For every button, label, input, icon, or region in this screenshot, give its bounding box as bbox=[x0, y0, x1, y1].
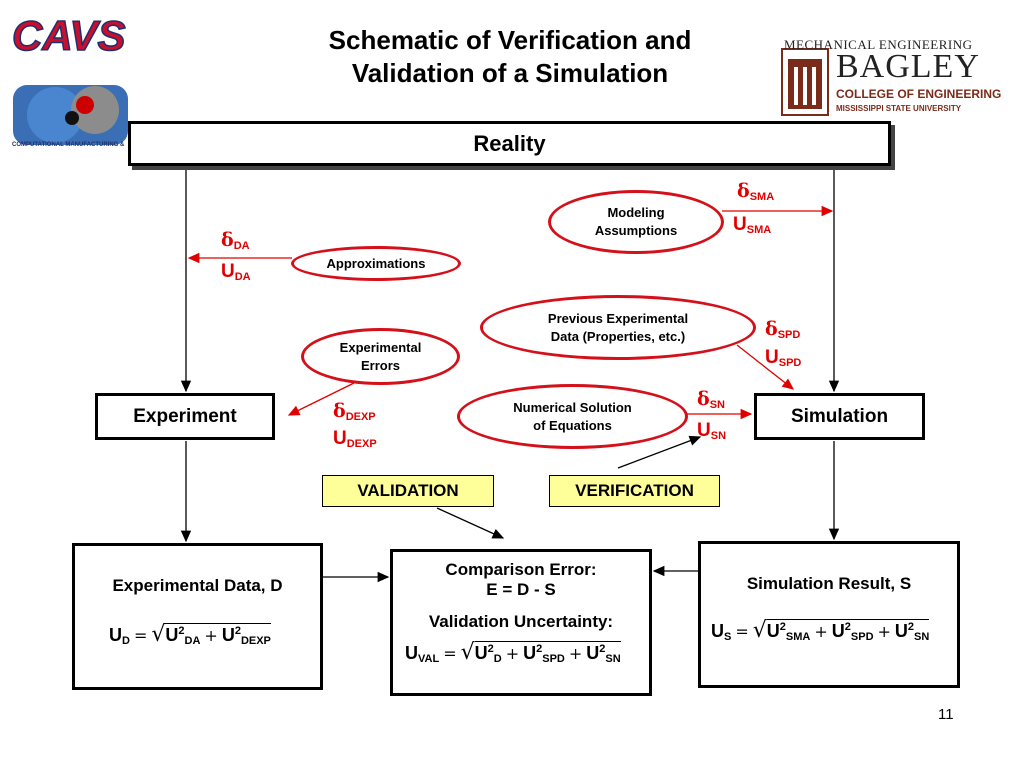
bagley-line2: BAGLEY bbox=[836, 48, 980, 85]
verification-label: VERIFICATION bbox=[575, 481, 694, 500]
verification-tag: VERIFICATION bbox=[549, 475, 720, 507]
red-arrows bbox=[187, 205, 834, 420]
approximations-line1: Approximations bbox=[326, 255, 426, 271]
expdata-title: Experimental Data, D bbox=[112, 576, 283, 595]
page-title: Schematic of Verification and Validation… bbox=[270, 24, 750, 90]
arrow-validation-to-comparison bbox=[436, 507, 505, 539]
u-sn: USN bbox=[697, 420, 727, 442]
delta-dexp: δDEXP bbox=[333, 400, 376, 423]
bagley-logo: MECHANICAL ENGINEERING BAGLEY COLLEGE OF… bbox=[778, 37, 1003, 117]
title-line2: Validation of a Simulation bbox=[351, 58, 669, 88]
numerical-line1: Numerical Solution bbox=[513, 399, 632, 415]
comparison-line3: Validation Uncertainty: bbox=[428, 612, 614, 631]
experiment-label: Experiment bbox=[133, 405, 237, 427]
cavs-logo: CAVS COMPUTATIONAL MANUFACTURING & bbox=[10, 10, 140, 160]
arrow-previous-to-line bbox=[736, 344, 795, 390]
simresult-title: Simulation Result, S bbox=[746, 574, 912, 593]
u-dexp: UDEXP bbox=[333, 428, 377, 450]
numerical-line2: of Equations bbox=[533, 417, 612, 433]
comparison-line2: E = D - S bbox=[486, 580, 556, 599]
comparison-line1: Comparison Error: bbox=[445, 560, 597, 579]
arrow-errors-to-experiment bbox=[287, 382, 355, 416]
delta-sn: δSN bbox=[697, 388, 725, 411]
validation-tag: VALIDATION bbox=[322, 475, 494, 507]
simulation-label: Simulation bbox=[790, 405, 889, 427]
delta-da: δDA bbox=[221, 229, 250, 252]
experiment-box: Experiment bbox=[95, 393, 275, 440]
reality-label: Reality bbox=[473, 130, 546, 156]
previous-line1: Previous Experimental bbox=[547, 310, 689, 326]
u-spd: USPD bbox=[765, 347, 802, 369]
expdata-formula: UD=√U2DA+U2DEXP bbox=[109, 622, 271, 647]
bagley-building-icon bbox=[781, 48, 829, 116]
cavs-logo-subtext: COMPUTATIONAL MANUFACTURING & bbox=[12, 142, 125, 148]
modeling-line1: Modeling bbox=[607, 205, 665, 220]
comparison-box: Comparison Error: E = D - S Validation U… bbox=[390, 549, 652, 696]
u-da: UDA bbox=[221, 261, 251, 283]
simulation-result-box: Simulation Result, S US=√U2SMA+U2SPD+U2S… bbox=[698, 541, 960, 688]
uval-formula: UVAL=√U2D+U2SPD+U2SN bbox=[405, 640, 621, 665]
experimental-data-box: Experimental Data, D UD=√U2DA+U2DEXP bbox=[72, 543, 323, 690]
title-line1: Schematic of Verification and bbox=[328, 25, 692, 55]
modeling-line2: Assumptions bbox=[594, 223, 678, 238]
page-number: 11 bbox=[938, 706, 954, 723]
bagley-line4: MISSISSIPPI STATE UNIVERSITY bbox=[836, 104, 962, 113]
reality-box: Reality bbox=[128, 121, 891, 166]
simulation-box: Simulation bbox=[754, 393, 925, 440]
simresult-formula: US=√U2SMA+U2SPD+U2SN bbox=[711, 618, 930, 643]
cavs-logo-text: CAVS bbox=[11, 11, 126, 60]
previous-line2: Data (Properties, etc.) bbox=[550, 328, 686, 344]
bagley-line3: COLLEGE OF ENGINEERING bbox=[836, 87, 1002, 101]
bagley-line1: MECHANICAL ENGINEERING bbox=[784, 37, 973, 52]
black-arrows bbox=[180, 168, 840, 583]
approximations-ellipse: Approximations bbox=[291, 246, 461, 281]
arrow-verification-to-sn bbox=[617, 435, 702, 469]
u-sma: USMA bbox=[733, 214, 772, 236]
validation-label: VALIDATION bbox=[357, 481, 459, 500]
numerical-solution-ellipse: Numerical Solution of Equations bbox=[457, 384, 688, 449]
exp-errors-line2: Errors bbox=[360, 357, 401, 373]
delta-spd: δSPD bbox=[765, 318, 801, 341]
delta-sma: δSMA bbox=[737, 180, 775, 203]
exp-errors-line1: Experimental bbox=[339, 339, 422, 355]
cavs-logo-graphic bbox=[13, 85, 128, 145]
